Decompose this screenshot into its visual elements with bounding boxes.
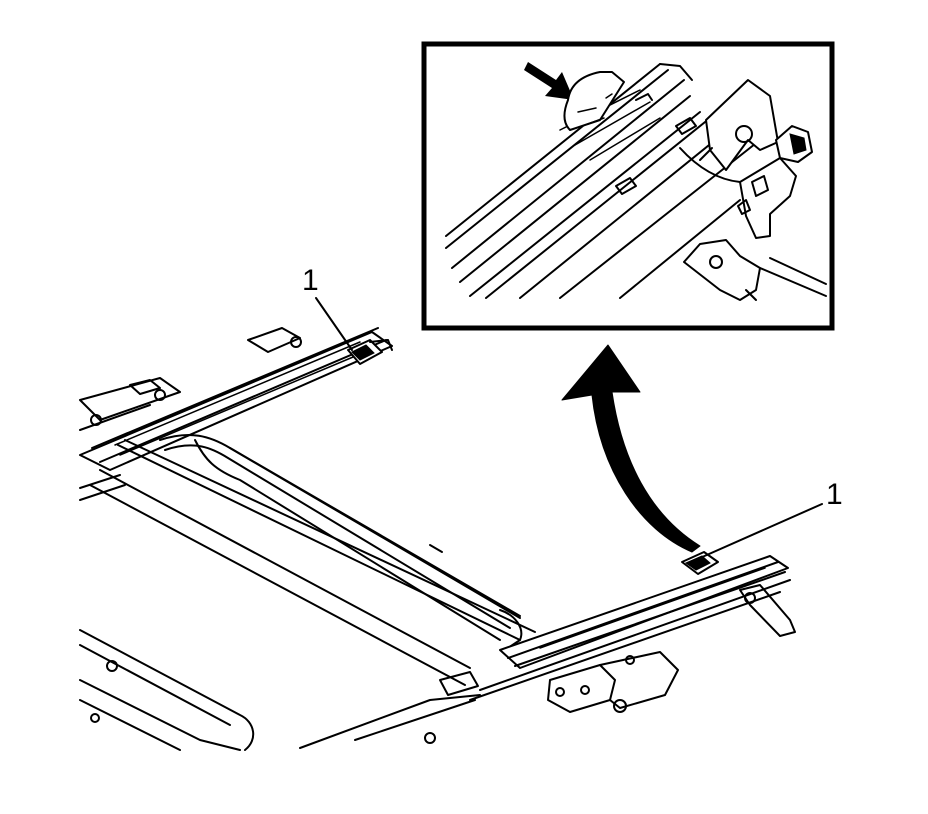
callout-right: 1 <box>699 478 843 559</box>
right-drive-cable-end <box>681 551 719 575</box>
curved-arrow-icon <box>561 344 701 553</box>
callout-leader-right <box>699 503 823 559</box>
left-guide-rail <box>79 327 393 471</box>
callout-left: 1 <box>302 264 353 351</box>
detail-cable-end <box>563 71 625 131</box>
left-drive-cable-end <box>347 339 393 365</box>
detail-view-inset <box>421 41 835 331</box>
pointer-arrow-icon <box>524 62 574 100</box>
detail-bracket <box>679 79 813 239</box>
callout-leader-left <box>315 297 353 351</box>
detail-rail <box>445 63 761 299</box>
callout-label-left: 1 <box>302 264 319 297</box>
roof-panel-edge <box>79 474 481 751</box>
right-guide-rail <box>439 555 796 713</box>
callout-label-right: 1 <box>826 478 843 511</box>
sunroof-frame-assembly <box>79 327 796 751</box>
front-cross-member <box>89 433 536 686</box>
detail-clip <box>683 239 827 301</box>
